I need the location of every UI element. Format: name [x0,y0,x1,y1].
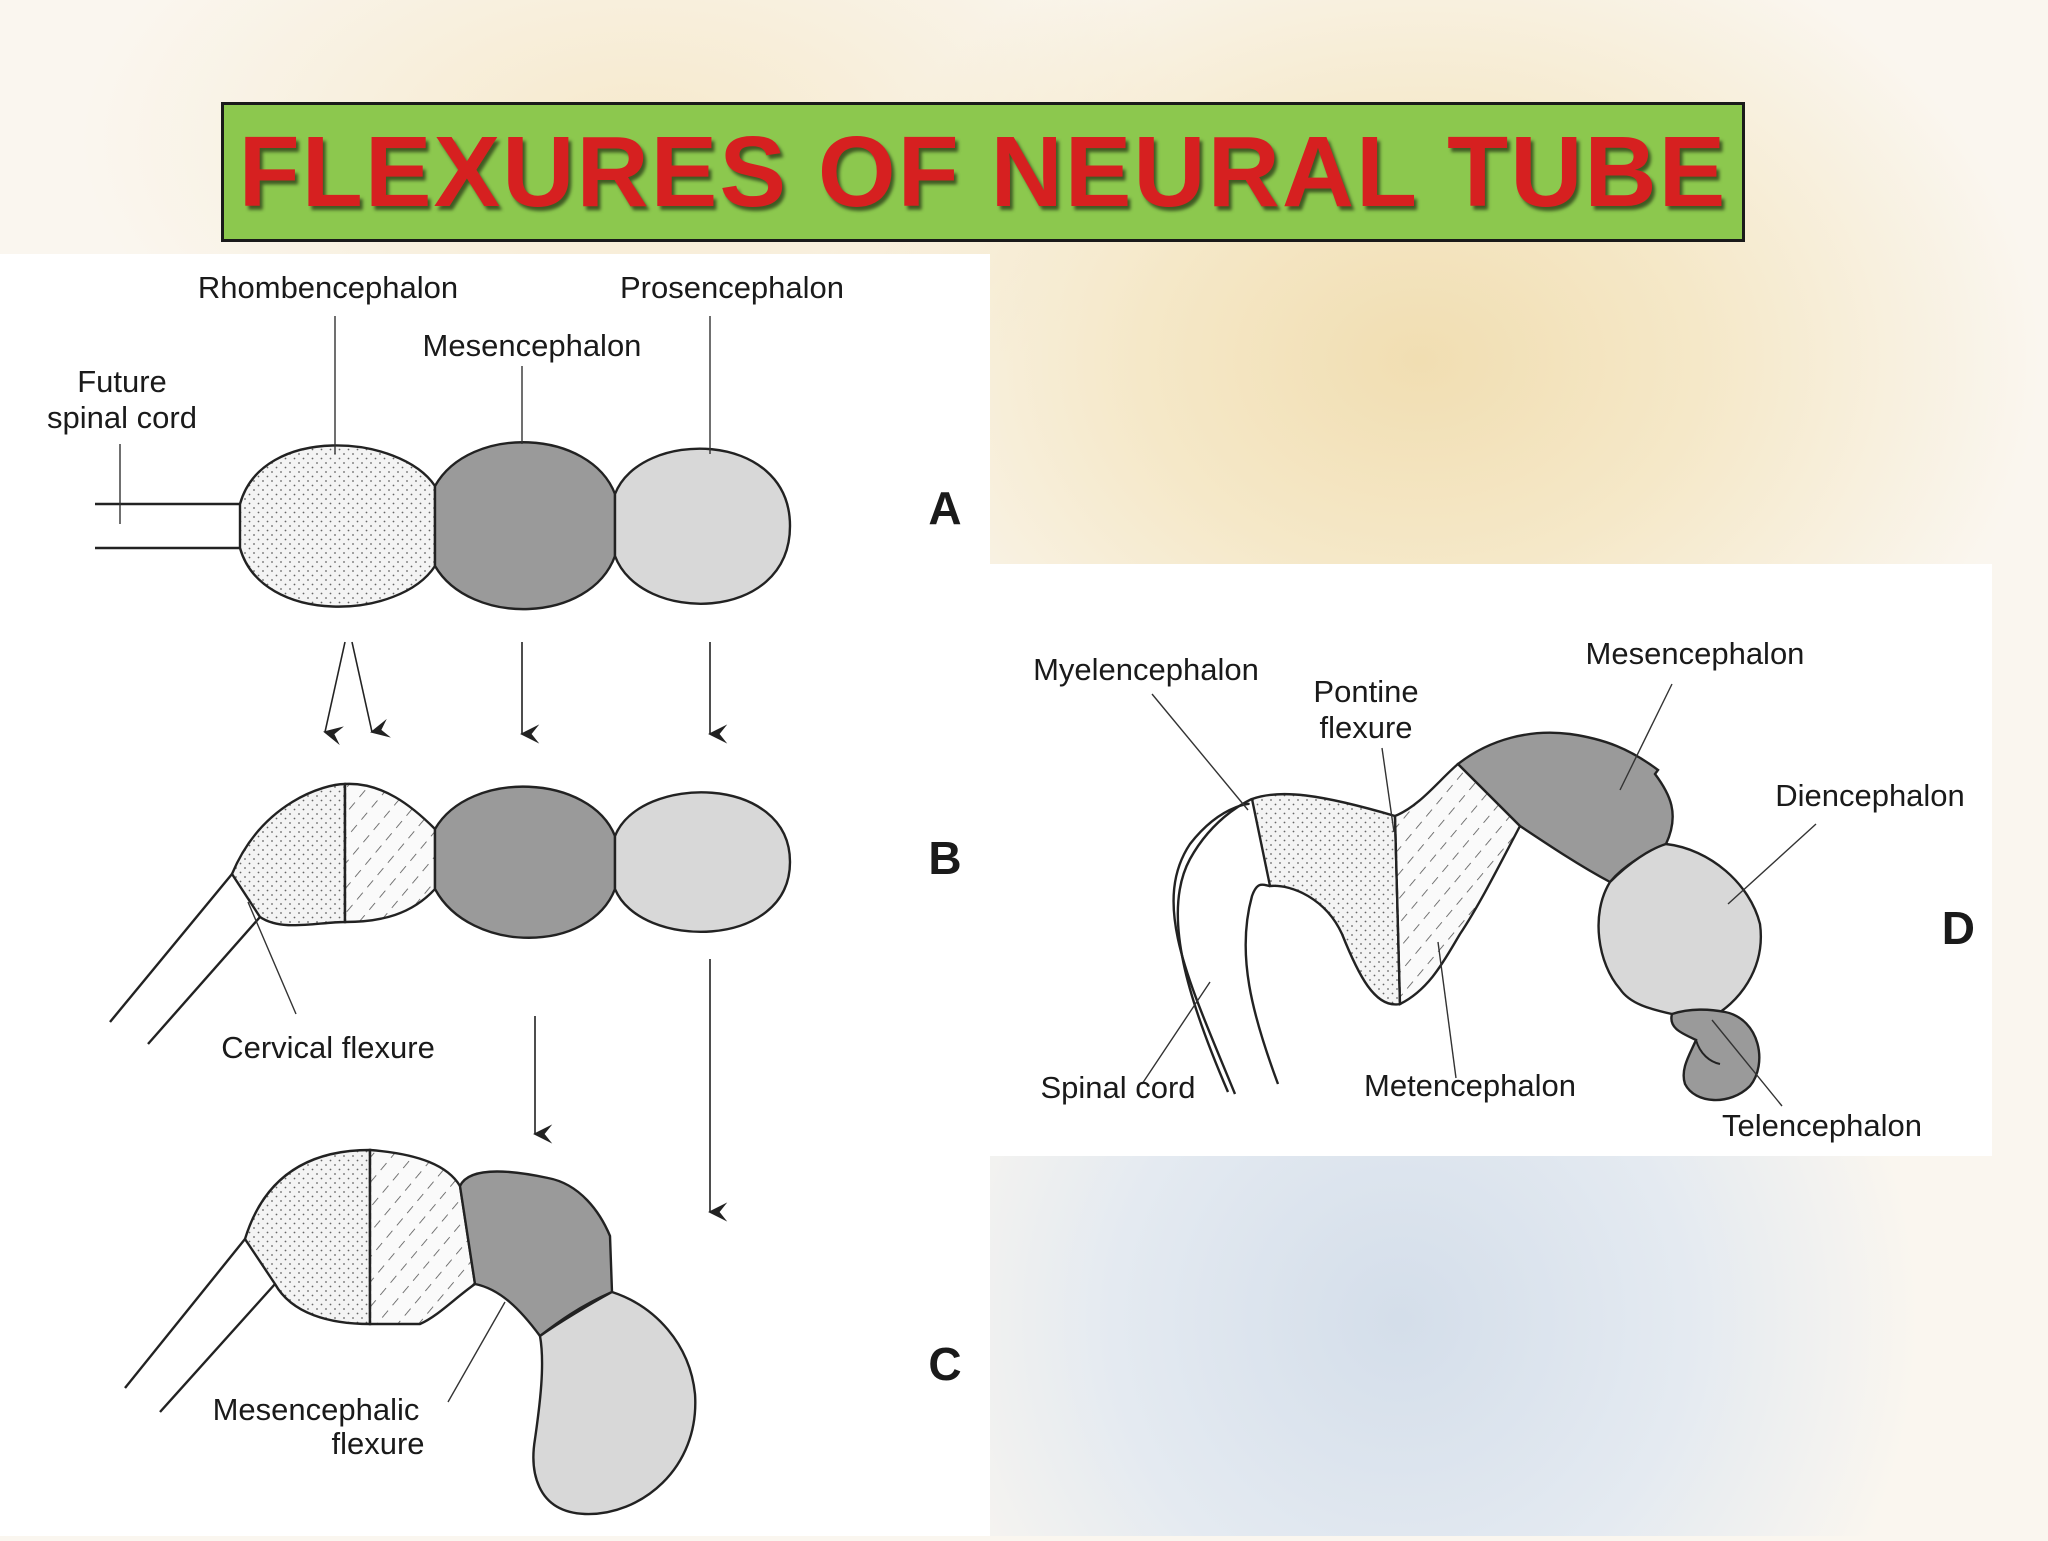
label-cervical-flexure: Cervical flexure [221,1030,435,1065]
label-pontine-flexure-line1: Pontine [1313,674,1418,709]
title-banner: FLEXURES OF NEURAL TUBE [221,102,1745,242]
spinal-cord-outer-line [1176,797,1253,1093]
stage-letter-d: D [1942,902,1975,954]
stage-letter-b: B [928,832,961,884]
stage-b: Cervical flexure B [109,782,962,1065]
mesencephalon-region-c [458,1170,614,1338]
stage-letter-a: A [928,482,961,534]
label-spinal-cord: Spinal cord [1040,1070,1195,1105]
rhombencephalon-region-a [238,444,437,608]
prosencephalon-region-b [613,791,792,934]
myelencephalon-region-d [1250,792,1402,1006]
label-mesencephalon-a: Mesencephalon [423,328,642,363]
label-mesencephalic-flexure-line2: flexure [331,1426,424,1461]
stage-c: Mesencephalic flexure C [124,1148,962,1516]
page-title: FLEXURES OF NEURAL TUBE [238,115,1728,228]
stage-d-neural-tube [1172,731,1763,1102]
label-future-spinal-cord-line1: Future [77,364,167,399]
label-telencephalon: Telencephalon [1722,1108,1922,1143]
arrows-a-to-b [323,641,728,746]
mesencephalon-region-d [1456,731,1674,884]
prosencephalon-region-c [532,1290,697,1516]
leader-lines-d [1141,683,1817,1107]
stage-a: Rhombencephalon Prosencephalon Mesenceph… [47,270,962,611]
label-mesencephalon-d: Mesencephalon [1586,636,1805,671]
label-mesencephalic-flexure-line1: Mesencephalic [213,1392,420,1427]
diagram-panel-abc: Rhombencephalon Prosencephalon Mesenceph… [0,254,990,1536]
spinal-cord-inner-line [1244,883,1280,1085]
stage-letter-c: C [928,1338,961,1390]
diagram-panel-d: Myelencephalon Pontine flexure Mesenceph… [990,564,1992,1156]
metencephalon-region-d [1393,762,1522,1006]
diagram-abc-svg: Rhombencephalon Prosencephalon Mesenceph… [0,254,990,1536]
prosencephalon-region-a [613,447,792,605]
label-metencephalon: Metencephalon [1364,1068,1576,1103]
mesencephalon-region-b [433,785,617,939]
arrows-b-to-c [533,959,728,1222]
mesencephalon-region-a [433,441,617,611]
label-myelencephalon: Myelencephalon [1033,652,1259,687]
label-diencephalon: Diencephalon [1775,778,1965,813]
telencephalon-region-d [1670,1008,1761,1102]
label-prosencephalon: Prosencephalon [620,270,844,305]
label-future-spinal-cord-line2: spinal cord [47,400,197,435]
label-rhombencephalon: Rhombencephalon [198,270,458,305]
label-pontine-flexure-line2: flexure [1319,710,1412,745]
diagram-d-svg: Myelencephalon Pontine flexure Mesenceph… [990,564,1992,1156]
